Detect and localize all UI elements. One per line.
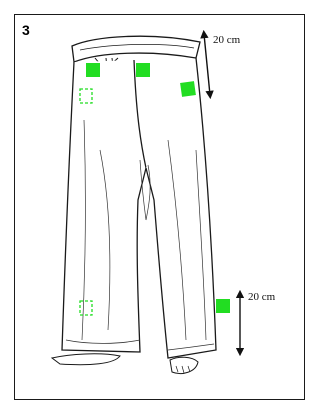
right-leg xyxy=(146,58,216,358)
left-foot xyxy=(52,354,120,365)
sensor-marker-front-left xyxy=(86,63,100,77)
waistband xyxy=(72,36,200,62)
sensor-marker-right-hip xyxy=(180,81,196,97)
sensor-marker-front-center xyxy=(136,63,150,77)
sensor-marker-right-ankle xyxy=(216,299,230,313)
left-leg xyxy=(62,60,146,352)
right-foot xyxy=(170,357,198,373)
measurement-arrow-top xyxy=(204,34,210,95)
